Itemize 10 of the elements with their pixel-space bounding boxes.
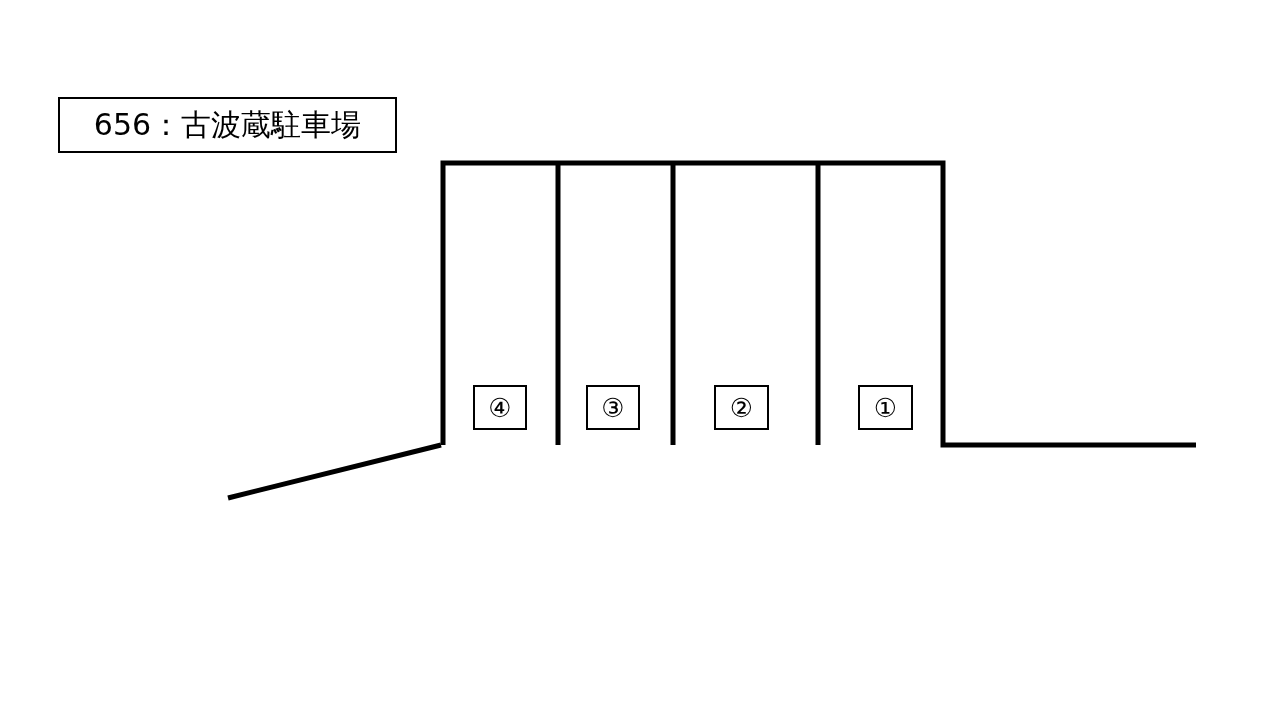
title-box	[58, 97, 397, 153]
space-number: ③	[601, 392, 625, 423]
space-number: ①	[873, 392, 898, 423]
parking-lot-title: 656：古波蔵駐車場	[93, 105, 362, 144]
space-number-box	[714, 385, 769, 430]
space-number: ④	[488, 392, 512, 423]
space-number-box	[858, 385, 913, 430]
space-number-box	[473, 385, 527, 430]
space-number: ②	[729, 392, 754, 423]
space-number-box	[586, 385, 640, 430]
